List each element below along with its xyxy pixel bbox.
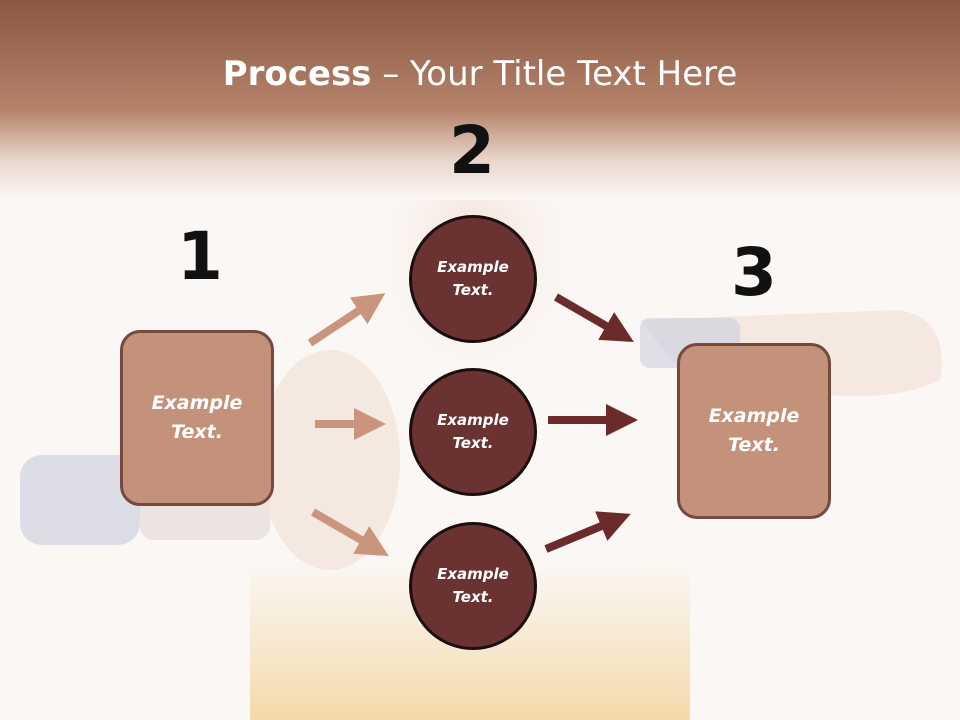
circle-middle-line1: Example xyxy=(437,411,509,429)
title-bold: Process xyxy=(222,54,372,94)
circle-top-line1: Example xyxy=(437,258,509,276)
circle-top-line2: Text. xyxy=(452,281,494,299)
step-box-1-line2: Text. xyxy=(171,421,223,443)
step-box-3-line2: Text. xyxy=(728,434,780,456)
step-box-1-line1: Example xyxy=(151,392,243,414)
step-number-3: 3 xyxy=(731,234,777,311)
page-title: Process – Your Title Text Here xyxy=(0,52,960,96)
circle-bottom-line2: Text. xyxy=(452,588,494,606)
circle-bottom-line1: Example xyxy=(437,565,509,583)
circle-middle-line2: Text. xyxy=(452,434,494,452)
step-number-1: 1 xyxy=(177,218,223,295)
title-rest: – Your Title Text Here xyxy=(371,54,738,94)
step-number-2: 2 xyxy=(449,112,495,189)
step-box-3-line1: Example xyxy=(708,405,800,427)
